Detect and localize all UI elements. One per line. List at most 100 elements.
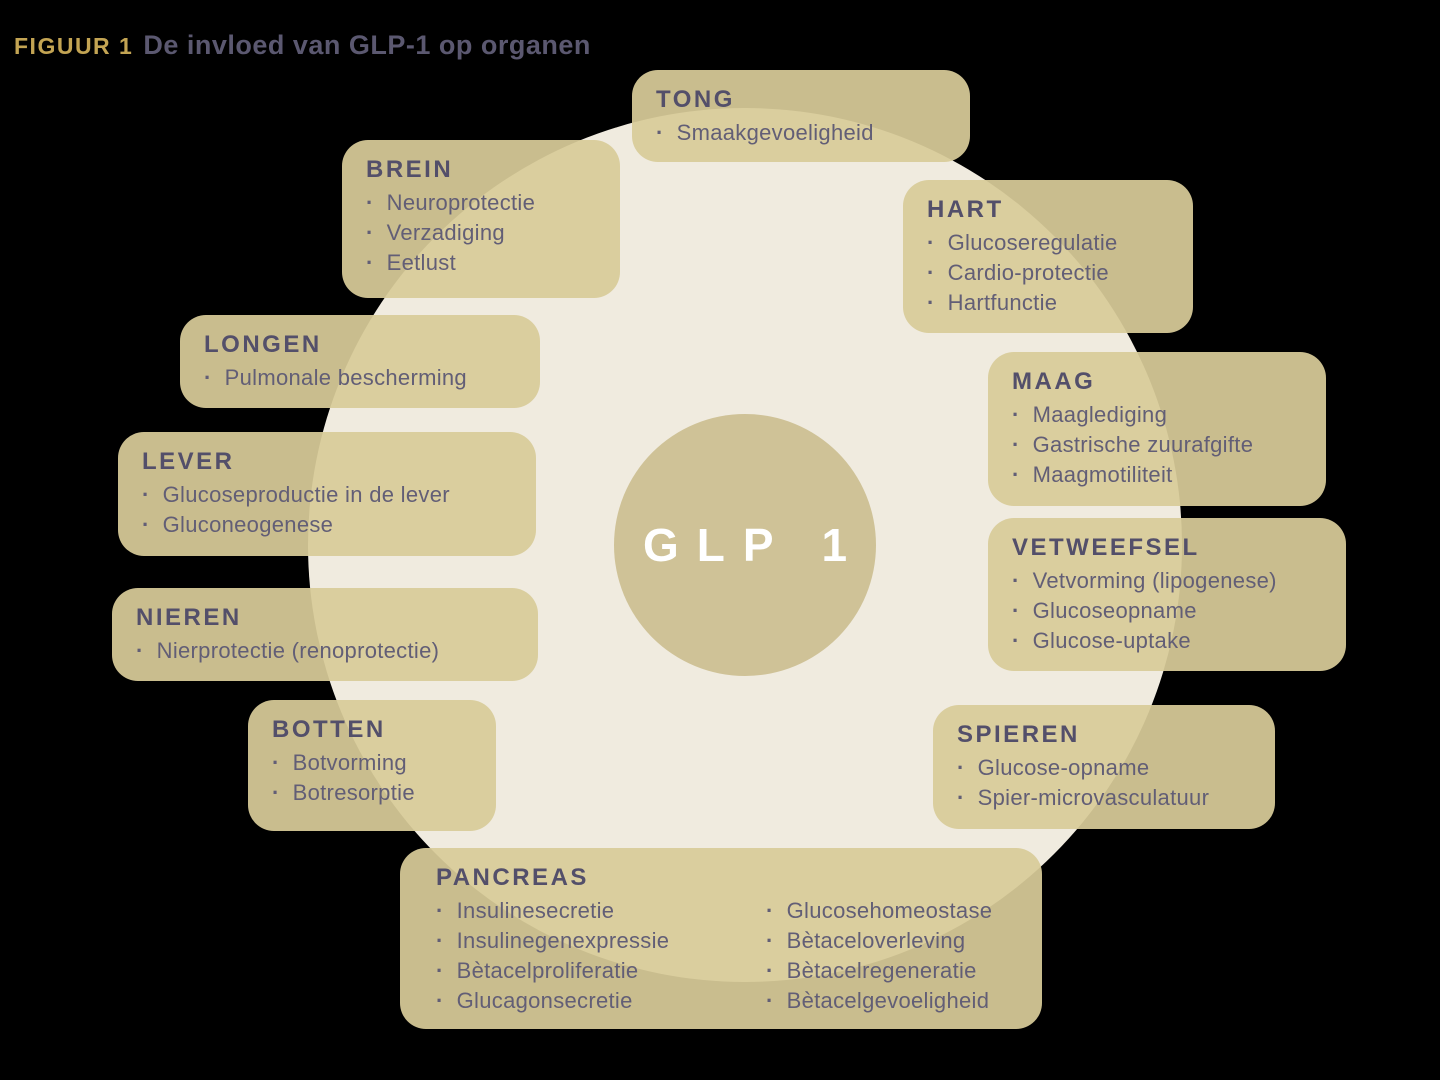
bullet-item: ·Gastrische zuurafgifte — [1012, 430, 1302, 460]
bullet-list-longen: · Pulmonale bescherming — [204, 363, 516, 393]
bullet-dot-icon: · — [656, 120, 664, 145]
organ-name-nieren: NIEREN — [136, 604, 242, 631]
bullet-label: Glucoseproductie in de lever — [162, 482, 450, 507]
bullet-dot-icon: · — [927, 230, 935, 255]
organ-card-pancreas: PANCREAS · Insulinesecretie · Insulinegenex… — [400, 848, 1042, 1029]
bullet-label: Glucosehomeostase — [786, 898, 993, 923]
bullet-item: · Glucoseregulatie — [927, 228, 1169, 258]
bullet-dot-icon: · — [366, 220, 374, 245]
pancreas-columns: ·Insulinesecretie·Insulinegenexpressie·B… — [436, 896, 1018, 1016]
bullet-dot-icon: · — [142, 512, 150, 537]
bullet-label: Smaakgevoeligheid — [676, 120, 874, 145]
bullet-list-hart: · Glucoseregulatie ·Cardio-protectie·Hartf… — [927, 228, 1169, 318]
bullet-label: Gluconeogenese — [162, 512, 334, 537]
bullet-list-spieren: · Glucose-opname · Spier-microvasculatuur — [957, 753, 1251, 813]
bullet-list-pancreas-right: · Glucosehomeostase · Bètaceloverleving · Bèt… — [766, 896, 1062, 1016]
bullet-item: ·Vetvorming (lipogenese) — [1012, 566, 1322, 596]
bullet-item: ·Cardio-protectie — [927, 258, 1169, 288]
organ-card-longen: LONGEN ·Pulmonale bescherming — [180, 315, 540, 408]
bullet-label: Bètaceloverleving — [786, 928, 966, 953]
bullet-dot-icon: · — [957, 785, 965, 810]
bullet-dot-icon: · — [1012, 628, 1020, 653]
bullet-dot-icon: · — [136, 638, 144, 663]
organ-name-hart: HART — [927, 196, 1004, 223]
bullet-list-lever: · Glucoseproductie in de lever · Gluconeoge… — [142, 480, 512, 540]
bullet-item: · Smaakgevoeligheid — [656, 118, 946, 148]
bullet-dot-icon: · — [204, 365, 212, 390]
bullet-dot-icon: · — [142, 482, 150, 507]
bullet-dot-icon: · — [927, 290, 935, 315]
figure-title-text: De invloed van GLP-1 op organen — [143, 30, 591, 60]
organ-name-botten: BOTTEN — [272, 716, 386, 743]
bullet-item: · Pulmonale bescherming — [204, 363, 516, 393]
bullet-item: · Spier-microvasculatuur — [957, 783, 1251, 813]
bullet-label: Glucoseregulatie — [947, 230, 1118, 255]
bullet-item: ·Botvorming — [272, 748, 472, 778]
bullet-list-vetweefsel: ·Vetvorming (lipogenese)·Glucoseopname·G… — [1012, 566, 1322, 656]
bullet-item: ·Bètacelproliferatie — [436, 956, 732, 986]
bullet-item: · Glucose-opname — [957, 753, 1251, 783]
bullet-dot-icon: · — [957, 755, 965, 780]
bullet-dot-icon: · — [766, 988, 774, 1013]
bullet-dot-icon: · — [1012, 462, 1020, 487]
bullet-label: Glucose-uptake — [1032, 628, 1191, 653]
bullet-dot-icon: · — [1012, 402, 1020, 427]
bullet-dot-icon: · — [272, 780, 280, 805]
bullet-list-brein: · Neuroprotectie ·Verzadiging· Eetlust — [366, 188, 596, 278]
bullet-label: Gastrische zuurafgifte — [1032, 432, 1254, 457]
bullet-item: · Insulinegenexpressie — [436, 926, 732, 956]
organ-card-spieren: SPIEREN ·Glucose-opname·Spier-microvascu… — [933, 705, 1275, 829]
bullet-dot-icon: · — [436, 958, 444, 983]
bullet-item: · Gluconeogenese — [142, 510, 512, 540]
bullet-list-botten: ·Botvorming·Botresorptie — [272, 748, 472, 808]
bullet-label: Nierprotectie (renoprotectie) — [156, 638, 440, 663]
bullet-label: Maagmotiliteit — [1032, 462, 1173, 487]
bullet-item: ·Hartfunctie — [927, 288, 1169, 318]
bullet-item: · Glucose-uptake — [1012, 626, 1322, 656]
bullet-item: · Insulinesecretie — [436, 896, 732, 926]
bullet-dot-icon: · — [766, 958, 774, 983]
bullet-label: Bètacelgevoeligheid — [786, 988, 990, 1013]
bullet-label: Insulinegenexpressie — [456, 928, 670, 953]
bullet-dot-icon: · — [436, 898, 444, 923]
bullet-label: Botvorming — [292, 750, 407, 775]
bullet-dot-icon: · — [766, 928, 774, 953]
bullet-item: ·Botresorptie — [272, 778, 472, 808]
bullet-dot-icon: · — [927, 260, 935, 285]
bullet-list-nieren: · Nierprotectie (renoprotectie) — [136, 636, 514, 666]
organ-card-nieren: NIEREN · Nierprotectie (renoprotectie) — [112, 588, 538, 681]
bullet-label: Insulinesecretie — [456, 898, 615, 923]
organ-name-maag: MAAG — [1012, 368, 1096, 395]
bullet-list-maag: ·Maaglediging·Gastrische zuurafgifte·Maa… — [1012, 400, 1302, 490]
bullet-list-pancreas-left: · Insulinesecretie · Insulinegenexpressie ·B… — [436, 896, 732, 1016]
organ-name-vetweefsel: VETWEEFSEL — [1012, 534, 1200, 561]
bullet-label: Glucose-opname — [977, 755, 1150, 780]
organ-card-brein: BREIN · Neuroprotectie ·Verzadiging· Eetlus… — [342, 140, 620, 298]
bullet-label: Eetlust — [386, 250, 456, 275]
bullet-item: · Bètaceloverleving — [766, 926, 1062, 956]
bullet-item: ·Glucagonsecretie — [436, 986, 732, 1016]
bullet-item: · Glucosehomeostase — [766, 896, 1062, 926]
glp1-label: GLP 1 — [642, 519, 866, 571]
organ-name-pancreas: PANCREAS — [436, 864, 589, 891]
organ-card-maag: MAAG ·Maaglediging·Gastrische zuurafgift… — [988, 352, 1326, 506]
bullet-item: ·Glucoseopname — [1012, 596, 1322, 626]
bullet-item: · Glucoseproductie in de lever — [142, 480, 512, 510]
bullet-label: Spier-microvasculatuur — [977, 785, 1210, 810]
bullet-label: Glucoseopname — [1032, 598, 1197, 623]
bullet-dot-icon: · — [766, 898, 774, 923]
bullet-item: · Bètacelgevoeligheid — [766, 986, 1062, 1016]
bullet-label: Pulmonale bescherming — [224, 365, 467, 390]
glp1-center-circle: GLP 1 — [614, 414, 876, 676]
bullet-dot-icon: · — [366, 250, 374, 275]
bullet-label: Vetvorming (lipogenese) — [1032, 568, 1277, 593]
bullet-label: Neuroprotectie — [386, 190, 536, 215]
organ-card-vetweefsel: VETWEEFSEL ·Vetvorming (lipogenese)·Gluc… — [988, 518, 1346, 671]
organ-card-hart: HART ·Glucoseregulatie·Cardio-protectie·… — [903, 180, 1193, 333]
bullet-item: ·Verzadiging — [366, 218, 596, 248]
bullet-dot-icon: · — [436, 988, 444, 1013]
organ-name-brein: BREIN — [366, 156, 454, 183]
bullet-dot-icon: · — [436, 928, 444, 953]
